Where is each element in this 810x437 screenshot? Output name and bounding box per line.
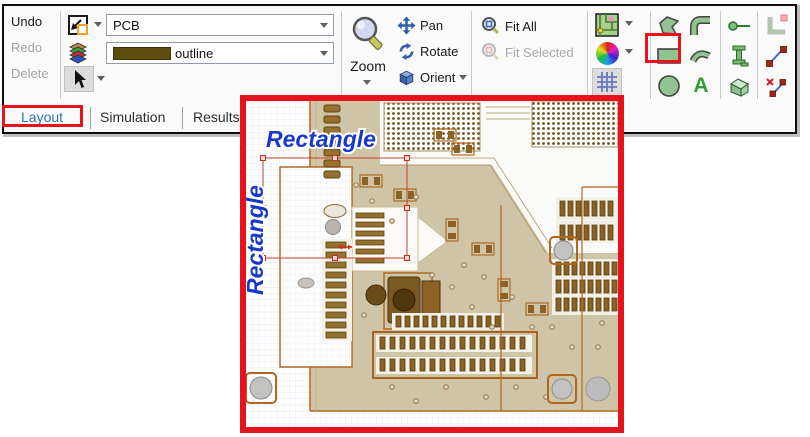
layers-icon <box>69 42 87 64</box>
layer-combobox[interactable]: outline <box>106 42 334 64</box>
orient-button[interactable]: Orient <box>397 68 468 87</box>
color-scheme-button[interactable] <box>595 41 619 65</box>
layers-button[interactable] <box>66 40 90 64</box>
tab-results[interactable]: Results <box>193 109 240 125</box>
fit-selected-button[interactable]: Fit Selected <box>481 42 574 62</box>
pan-icon <box>397 16 416 35</box>
selection-rectangle[interactable] <box>260 155 410 261</box>
scale-select-button[interactable] <box>66 13 90 37</box>
corner-icon <box>767 14 788 35</box>
draw-text-button[interactable]: A <box>688 74 714 98</box>
fit-selected-icon <box>482 43 500 61</box>
grid-toggle-button[interactable] <box>592 68 622 96</box>
pcb-board-icon <box>595 13 619 37</box>
orient-icon <box>399 70 414 86</box>
node-icon <box>728 21 750 31</box>
text-tool-icon: A <box>693 74 709 97</box>
draw-circle-button[interactable] <box>656 74 682 98</box>
scale-select-dropdown-caret[interactable] <box>94 22 102 27</box>
layer-combobox-caret[interactable] <box>320 51 328 56</box>
separator <box>757 11 758 99</box>
separator <box>587 11 588 99</box>
layer-color-swatch <box>113 46 171 60</box>
pcb-artwork: Rectangle Rectangle <box>246 101 618 427</box>
pcb-layout-view[interactable]: Rectangle Rectangle <box>240 95 624 433</box>
draw-arc-button[interactable] <box>688 44 714 68</box>
separator <box>471 11 472 99</box>
fit-selected-label: Fit Selected <box>505 44 574 60</box>
rectangle-label-vertical: Rectangle <box>246 185 268 295</box>
prism-3d-icon <box>730 78 749 97</box>
fit-all-button[interactable]: Fit All <box>481 16 537 36</box>
tab-layout[interactable]: Layout <box>21 109 64 125</box>
zoom-button[interactable] <box>348 14 390 56</box>
layout-tab-highlight-box <box>2 105 83 127</box>
fit-all-icon <box>482 17 500 35</box>
rectangle-label-horizontal: Rectangle <box>266 126 376 152</box>
layer-combobox-value: outline <box>175 45 214 61</box>
board-display-button[interactable] <box>594 12 620 38</box>
tab-simulation[interactable]: Simulation <box>100 109 166 125</box>
separator <box>90 107 91 129</box>
separator <box>720 11 721 99</box>
corner-tool-button[interactable] <box>764 14 790 38</box>
color-scheme-caret[interactable] <box>625 49 633 54</box>
delete-button[interactable]: Delete <box>11 66 49 81</box>
orient-dropdown-caret[interactable] <box>459 75 468 80</box>
separator <box>650 11 651 99</box>
geometry-combobox-caret[interactable] <box>320 23 328 28</box>
pan-button[interactable]: Pan <box>397 16 443 35</box>
zoom-icon <box>352 16 383 50</box>
cursor-icon <box>75 70 86 88</box>
separator <box>341 11 342 99</box>
board-display-caret[interactable] <box>625 21 633 26</box>
select-cursor-button[interactable] <box>64 66 94 92</box>
node-tool-button[interactable] <box>726 14 752 38</box>
arc-icon <box>689 50 711 63</box>
zoom-label: Zoom <box>350 58 386 74</box>
draw-bend-button[interactable] <box>688 14 714 38</box>
cursor-dropdown-caret[interactable] <box>97 76 105 81</box>
grid-icon <box>597 72 617 92</box>
line-points-button[interactable] <box>764 44 790 68</box>
delete-point-button[interactable] <box>764 74 790 98</box>
zoom-dropdown-caret[interactable] <box>363 80 371 85</box>
circle-tool-icon <box>658 75 680 97</box>
pan-label: Pan <box>420 18 444 33</box>
orient-label: Orient <box>420 70 456 85</box>
fit-all-label: Fit All <box>505 18 537 34</box>
rotate-label: Rotate <box>420 44 459 59</box>
separator <box>60 11 61 99</box>
via-icon <box>732 45 749 67</box>
redo-button[interactable]: Redo <box>11 40 43 55</box>
line-points-icon <box>766 46 787 67</box>
rotate-icon <box>399 42 414 61</box>
rotate-button[interactable]: Rotate <box>397 42 458 61</box>
separator <box>182 107 183 129</box>
bend-trace-icon <box>690 16 710 35</box>
undo-button[interactable]: Undo <box>11 14 43 29</box>
scale-select-icon <box>68 15 88 35</box>
geometry-combobox-value: PCB <box>113 17 140 33</box>
color-wheel-icon <box>595 41 619 65</box>
rectangle-tool-highlight-box <box>645 33 681 63</box>
delete-point-icon <box>766 78 786 97</box>
via-tool-button[interactable] <box>726 44 752 68</box>
prism-tool-button[interactable] <box>726 74 752 98</box>
geometry-combobox[interactable]: PCB <box>106 14 334 36</box>
